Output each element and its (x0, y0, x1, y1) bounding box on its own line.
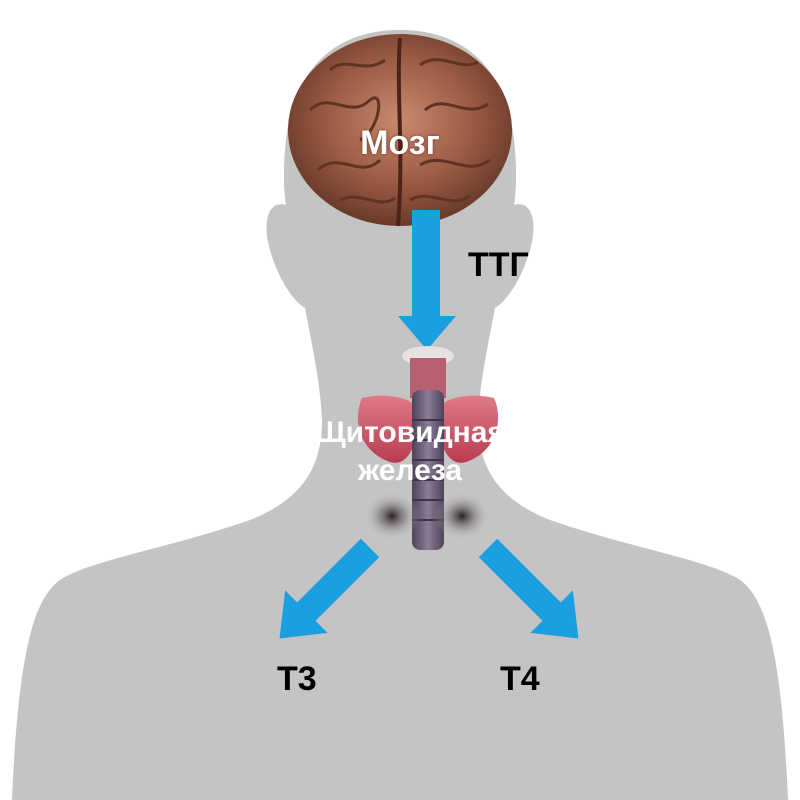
t3-label: Т3 (277, 660, 317, 698)
thyroid-label-line1: Щитовидная (315, 416, 505, 449)
thyroid-illustration (357, 346, 499, 550)
t3-arrow (279, 538, 380, 639)
brain-illustration (288, 34, 512, 227)
thyroid-label-line2: железа (357, 454, 463, 487)
tsh-label: ТТГ (468, 246, 529, 284)
thyroid-label: Щитовидная железа (300, 414, 520, 490)
t4-arrow (478, 538, 579, 639)
t4-label: Т4 (500, 660, 540, 698)
brain-label: Мозг (360, 124, 440, 162)
tsh-arrow (398, 210, 456, 350)
